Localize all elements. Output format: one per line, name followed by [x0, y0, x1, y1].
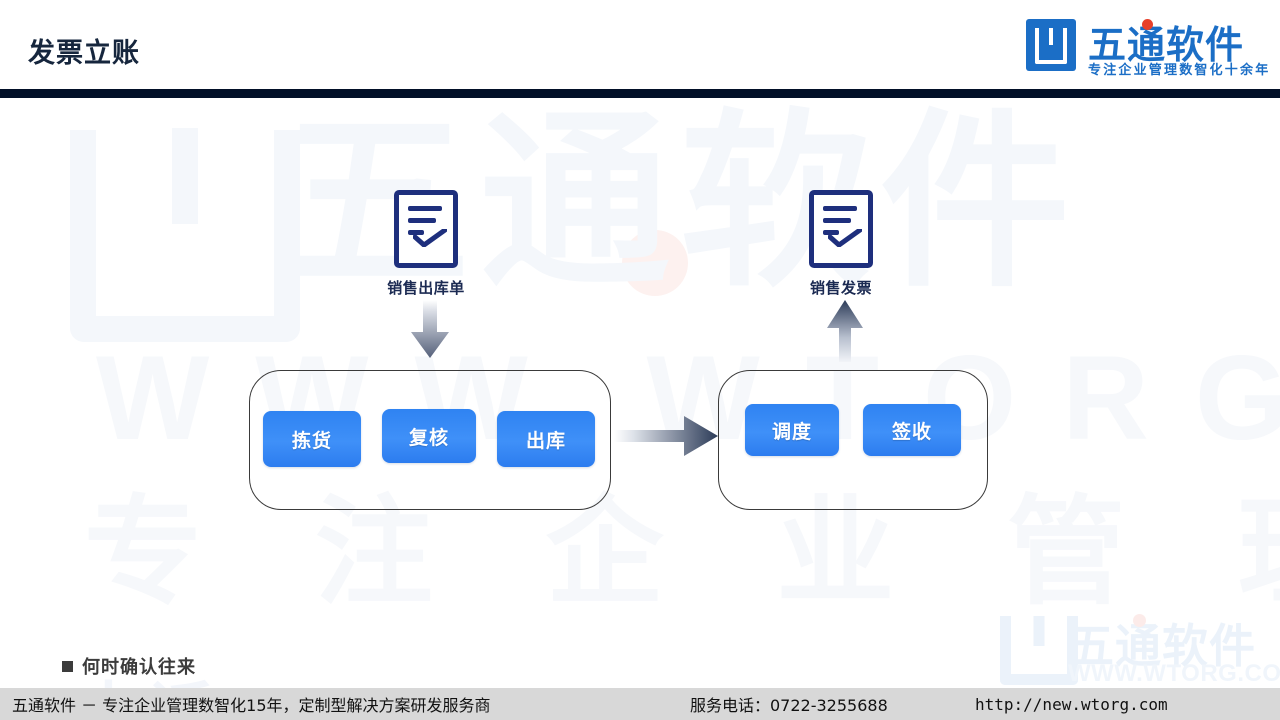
brand-logo: 五通软件 专注企业管理数智化十余年: [1026, 17, 1268, 77]
bullet-item: 何时确认往来: [62, 653, 196, 679]
slide-header: 发票立账 五通软件 专注企业管理数智化十余年: [0, 0, 1280, 89]
flow-node-sales-delivery-order[interactable]: 销售出库单: [358, 190, 494, 298]
page-title: 发票立账: [28, 38, 140, 68]
brand-tagline: 专注企业管理数智化十余年: [1088, 62, 1271, 77]
brand-mark-icon: [1026, 19, 1076, 71]
arrow-down-icon: [411, 300, 449, 358]
flow-group-outbound: 拣货 复核 出库: [249, 370, 611, 510]
footer-phone: 服务电话：0722-3255688: [690, 696, 888, 715]
check-icon: [828, 229, 862, 247]
flow-node-sales-invoice[interactable]: 销售发票: [781, 190, 901, 298]
check-icon: [413, 229, 447, 247]
button-outbound[interactable]: 出库: [497, 411, 595, 467]
flow-node-label: 销售发票: [809, 280, 872, 297]
brand-red-dot-icon: [1142, 19, 1153, 30]
document-check-icon: [394, 190, 458, 268]
footer-company: 五通软件 － 专注企业管理数智化15年，定制型解决方案研发服务商: [12, 696, 491, 715]
bullet-text: 何时确认往来: [82, 657, 196, 677]
footer-url[interactable]: http://new.wtorg.com: [975, 694, 1168, 714]
flow-node-label: 销售出库单: [387, 280, 465, 297]
brand-name: 五通软件: [1088, 25, 1245, 67]
flow-group-delivery: 调度 签收: [718, 370, 988, 510]
button-recheck[interactable]: 复核: [382, 409, 476, 463]
slide-footer: 五通软件 － 专注企业管理数智化15年，定制型解决方案研发服务商 服务电话：07…: [0, 688, 1280, 720]
arrow-right-icon: [614, 416, 718, 456]
arrow-up-icon: [827, 300, 863, 362]
square-bullet-icon: [62, 660, 73, 672]
button-dispatch[interactable]: 调度: [745, 404, 839, 456]
button-sign-receive[interactable]: 签收: [863, 404, 961, 456]
document-check-icon: [809, 190, 873, 268]
header-divider-bar: [0, 89, 1280, 98]
button-pick[interactable]: 拣货: [263, 411, 361, 467]
